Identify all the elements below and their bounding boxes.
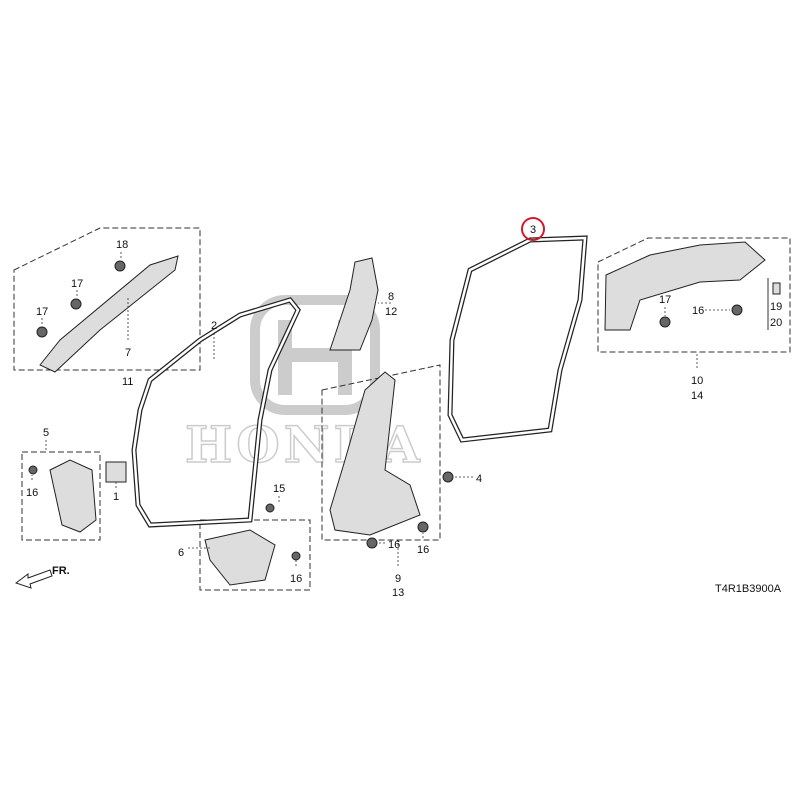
group-box-10-14 (597, 237, 791, 353)
label-20[interactable]: 20 (770, 317, 782, 329)
label-8[interactable]: 8 (388, 291, 394, 303)
front-pillar-garnish (39, 255, 179, 373)
rear-side-lining (604, 241, 766, 331)
group-box-5 (21, 451, 101, 541)
part-1-pad (105, 461, 127, 483)
group-box-6 (199, 519, 311, 591)
label-18[interactable]: 18 (116, 239, 128, 251)
label-16[interactable]: 16 (290, 573, 302, 585)
label-16[interactable]: 16 (388, 539, 400, 551)
label-16[interactable]: 16 (417, 544, 429, 556)
clip-16 (366, 537, 378, 549)
label-7[interactable]: 7 (125, 347, 131, 359)
screw-4 (442, 471, 454, 483)
label-11[interactable]: 11 (122, 376, 133, 388)
label-13[interactable]: 13 (392, 587, 404, 599)
clip-16 (291, 551, 301, 561)
label-19[interactable]: 19 (770, 301, 782, 313)
side-kick-panel (49, 459, 97, 533)
rear-door-opening-seal (447, 235, 588, 443)
front-side-sill-garnish (204, 529, 276, 586)
label-3[interactable]: 3 (530, 224, 536, 236)
label-17[interactable]: 17 (36, 306, 48, 318)
label-16[interactable]: 16 (26, 487, 38, 499)
label-4[interactable]: 4 (476, 473, 482, 485)
diagram-code: T4R1B3900A (715, 583, 782, 595)
label-17[interactable]: 17 (71, 278, 83, 290)
center-pillar-lower-garnish (329, 371, 421, 536)
label-14[interactable]: 14 (691, 390, 703, 402)
clip-17 (70, 298, 82, 310)
clip-16 (28, 465, 38, 475)
clip-19-20 (772, 282, 781, 295)
group-box-9-13 (321, 364, 441, 541)
clip-15 (265, 503, 275, 513)
label-5[interactable]: 5 (43, 427, 49, 439)
label-9[interactable]: 9 (395, 573, 401, 585)
clip-18 (114, 260, 126, 272)
front-label: FR. (52, 565, 70, 577)
center-pillar-upper-garnish (329, 257, 379, 351)
clip-17 (36, 326, 48, 338)
label-16[interactable]: 16 (692, 305, 704, 317)
label-12[interactable]: 12 (385, 306, 397, 318)
label-1[interactable]: 1 (113, 491, 119, 503)
label-17[interactable]: 17 (659, 294, 671, 306)
clip-17 (659, 316, 671, 328)
highlight-circle (521, 217, 545, 241)
group-box-7-11 (13, 227, 201, 371)
label-6[interactable]: 6 (178, 547, 184, 559)
front-direction-arrow: FR. (14, 565, 70, 589)
clip-16 (731, 304, 743, 316)
label-2[interactable]: 2 (211, 320, 217, 332)
label-15[interactable]: 15 (273, 483, 285, 495)
clip-16 (417, 521, 429, 533)
label-10[interactable]: 10 (691, 375, 703, 387)
